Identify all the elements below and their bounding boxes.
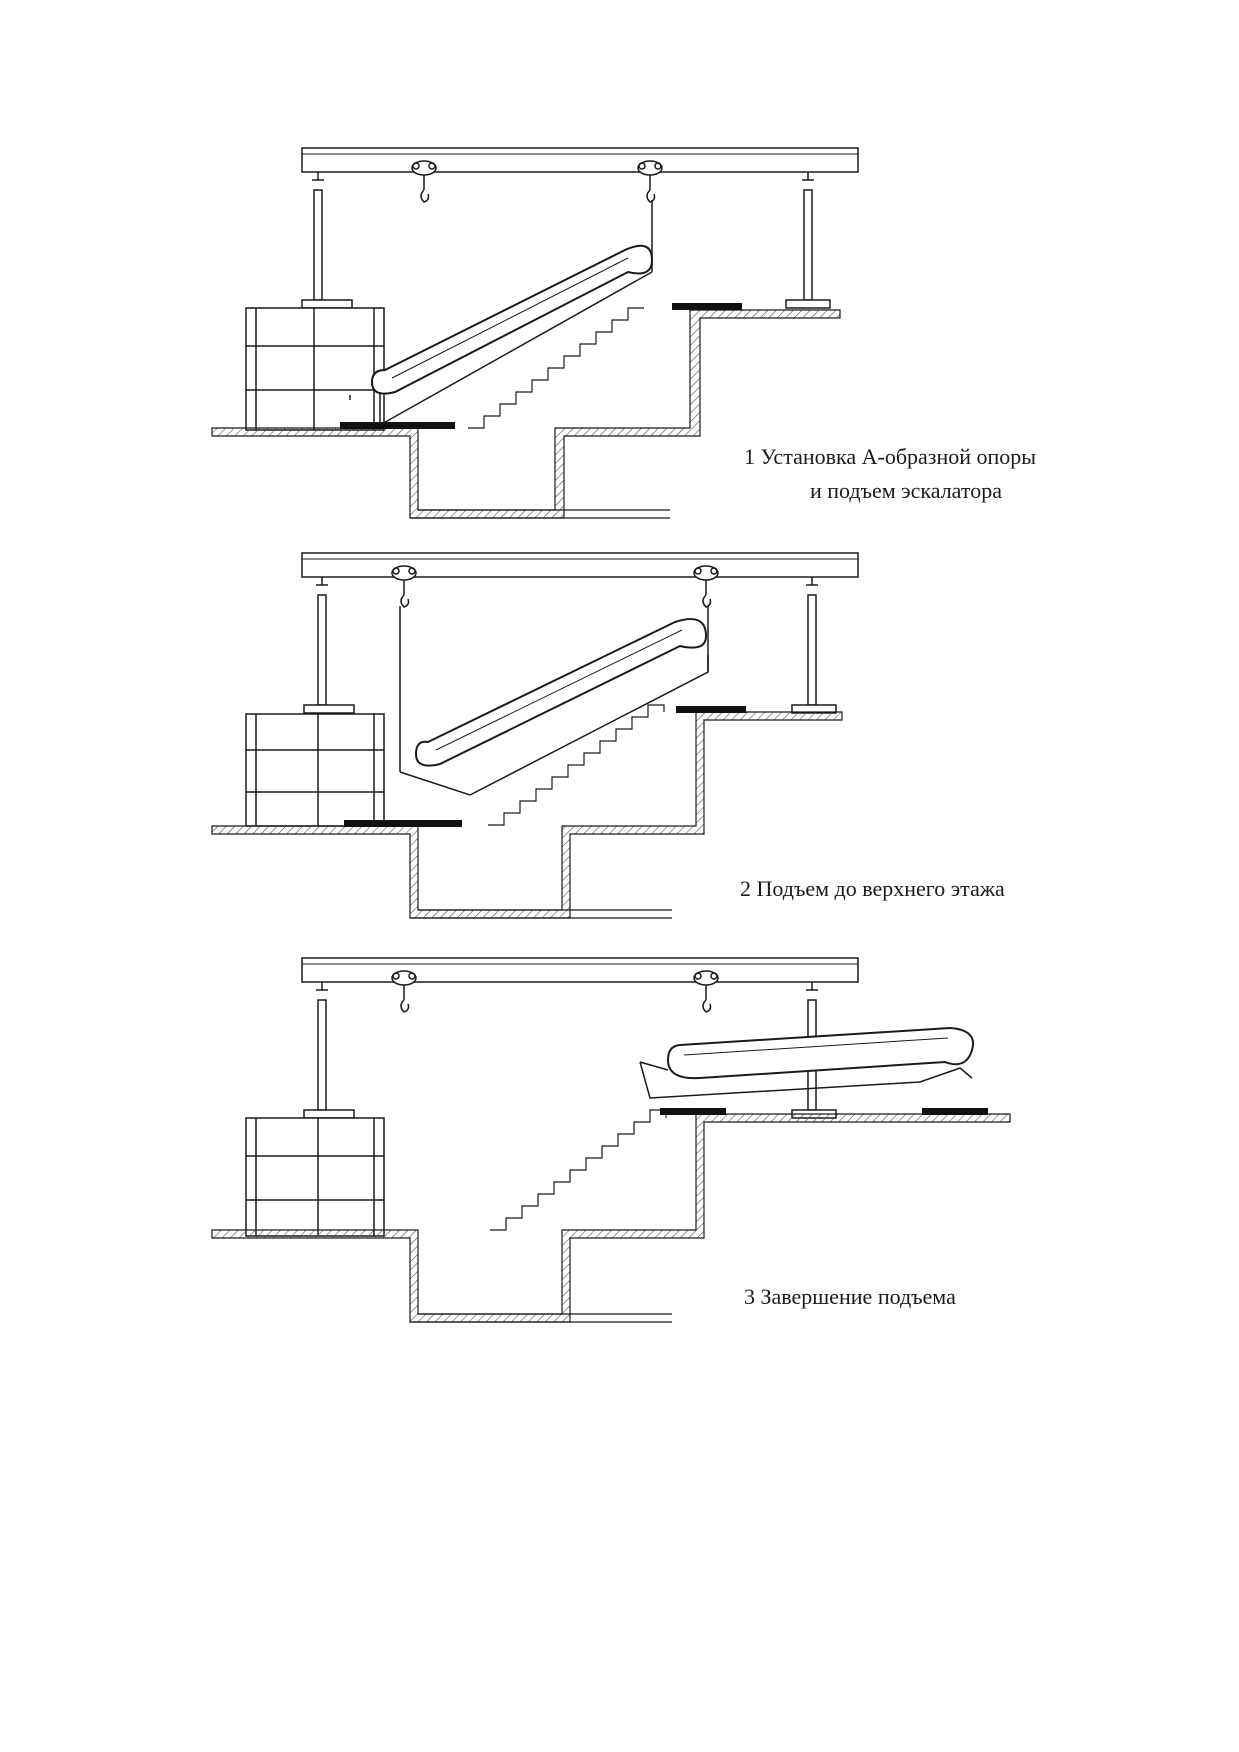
jack-support-icon [303,577,355,714]
jack-support-icon [785,172,831,309]
base-plate [660,1108,726,1115]
stage-2-caption: 2 Подъем до верхнего этажа [740,872,1005,906]
escalator-truss-icon [349,244,654,427]
trolley-hoist-icon [391,565,417,595]
stage-1-caption: 1 Установка А-образной опоры и подъем эс… [744,440,1036,508]
caption-line: 3 Завершение подъема [744,1284,956,1309]
jack-support-icon [303,982,355,1119]
stage-2-diagram [211,552,859,919]
scaffold-frame-icon [245,1117,385,1237]
stairway [488,704,665,826]
stage-1-diagram [211,147,859,519]
base-plate [344,820,462,827]
base-plate [922,1108,988,1115]
caption-line: 2 Подъем до верхнего этажа [740,876,1005,901]
stairway [468,307,644,429]
base-plate [672,303,742,310]
trolley-hoist-icon [693,970,719,1000]
caption-line: 1 Установка А-образной опоры [744,444,1037,469]
hook-icon [420,189,430,203]
hook-icon [702,999,712,1013]
scaffold-frame-icon [245,307,385,431]
stage-3-diagram [211,957,1011,1323]
jack-support-icon [301,172,353,309]
overhead-beam [301,552,859,578]
trolley-hoist-icon [693,565,719,595]
escalator-truss-icon [399,618,709,796]
trolley-hoist-icon [411,160,437,190]
base-plate [676,706,746,713]
overhead-beam [301,147,859,173]
stairway [490,1109,667,1231]
jack-support-icon [791,577,837,714]
overhead-beam [301,957,859,983]
caption-line: и подъем эскалатора [810,478,1002,503]
base-plate [340,422,455,429]
stage-3-caption: 3 Завершение подъема [744,1280,956,1314]
trolley-hoist-icon [391,970,417,1000]
hook-icon [400,999,410,1013]
escalator-truss-icon [639,1026,974,1099]
trolley-hoist-icon [637,160,663,190]
hook-icon [399,594,410,772]
scaffold-frame-icon [245,713,385,827]
